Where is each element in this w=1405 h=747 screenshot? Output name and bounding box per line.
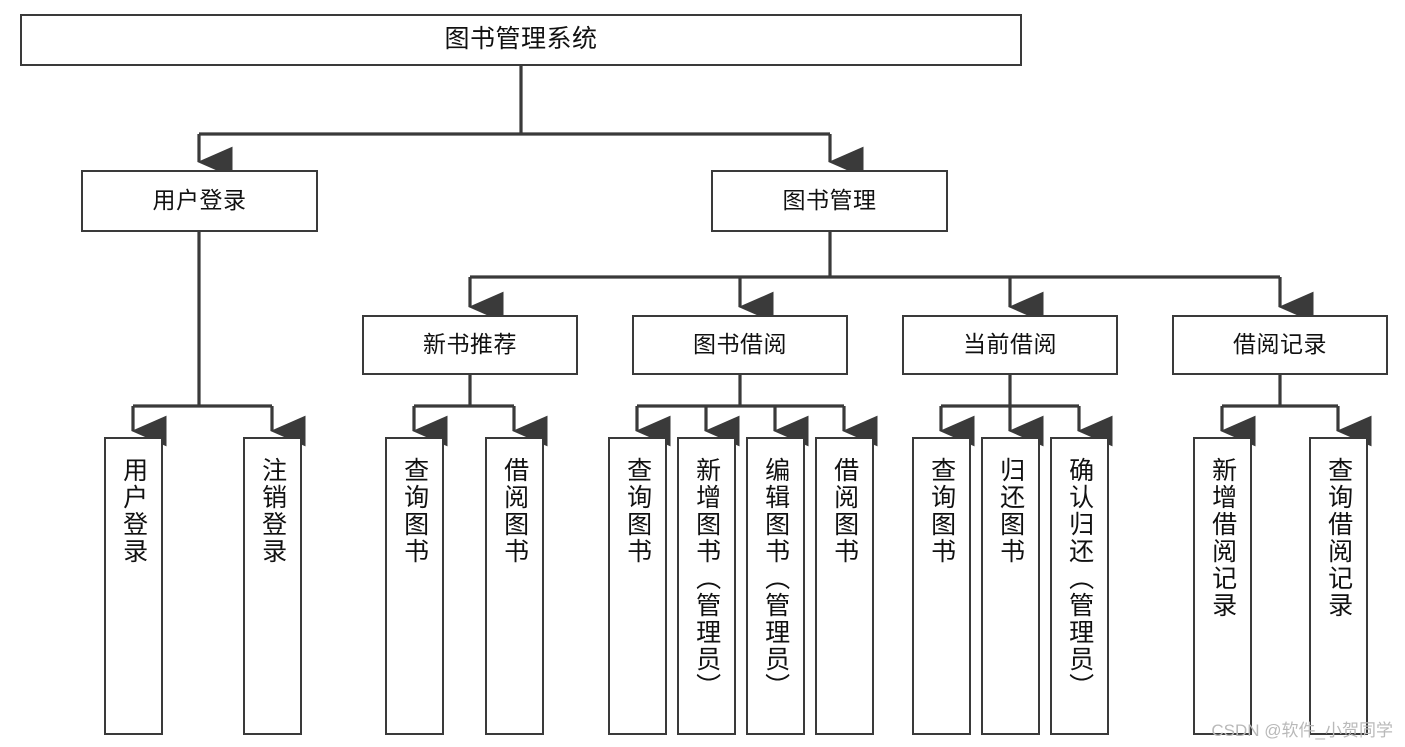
leaf-edit-book-label: 编辑图书（管理员） bbox=[761, 457, 790, 700]
leaf-user-login-label: 用户登录 bbox=[119, 457, 148, 565]
node-new-book-recommend[interactable]: 新书推荐 bbox=[362, 315, 578, 375]
leaf-query-book-3[interactable]: 查询图书 bbox=[912, 437, 971, 735]
node-new-book-recommend-label: 新书推荐 bbox=[423, 331, 517, 358]
leaf-query-book-1[interactable]: 查询图书 bbox=[385, 437, 444, 735]
watermark: CSDN @软件_小贺同学 bbox=[1211, 721, 1393, 740]
leaf-borrow-book-1[interactable]: 借阅图书 bbox=[485, 437, 544, 735]
leaf-user-login[interactable]: 用户登录 bbox=[104, 437, 163, 735]
node-root-label: 图书管理系统 bbox=[444, 25, 598, 54]
leaf-add-record[interactable]: 新增借阅记录 bbox=[1193, 437, 1252, 735]
node-borrow-record-label: 借阅记录 bbox=[1233, 331, 1327, 358]
node-book-manage[interactable]: 图书管理 bbox=[711, 170, 948, 232]
leaf-query-book-2[interactable]: 查询图书 bbox=[608, 437, 667, 735]
leaf-user-logout[interactable]: 注销登录 bbox=[243, 437, 302, 735]
leaf-query-book-2-label: 查询图书 bbox=[623, 457, 652, 565]
node-book-borrow[interactable]: 图书借阅 bbox=[632, 315, 848, 375]
leaf-add-record-label: 新增借阅记录 bbox=[1208, 457, 1237, 619]
leaf-return-book-label: 归还图书 bbox=[996, 457, 1025, 565]
leaf-user-logout-label: 注销登录 bbox=[258, 457, 287, 565]
node-user-login[interactable]: 用户登录 bbox=[81, 170, 318, 232]
node-current-borrow[interactable]: 当前借阅 bbox=[902, 315, 1118, 375]
leaf-query-book-1-label: 查询图书 bbox=[400, 457, 429, 565]
node-book-manage-label: 图书管理 bbox=[782, 187, 877, 214]
node-user-login-label: 用户登录 bbox=[152, 187, 247, 214]
leaf-edit-book[interactable]: 编辑图书（管理员） bbox=[746, 437, 805, 735]
node-book-borrow-label: 图书借阅 bbox=[693, 331, 787, 358]
leaf-query-record[interactable]: 查询借阅记录 bbox=[1309, 437, 1368, 735]
node-borrow-record[interactable]: 借阅记录 bbox=[1172, 315, 1388, 375]
leaf-query-record-label: 查询借阅记录 bbox=[1324, 457, 1353, 619]
leaf-borrow-book-2[interactable]: 借阅图书 bbox=[815, 437, 874, 735]
leaf-confirm-return[interactable]: 确认归还（管理员） bbox=[1050, 437, 1109, 735]
node-current-borrow-label: 当前借阅 bbox=[963, 331, 1057, 358]
node-root[interactable]: 图书管理系统 bbox=[20, 14, 1022, 66]
leaf-add-book-label: 新增图书（管理员） bbox=[692, 457, 721, 700]
leaf-borrow-book-2-label: 借阅图书 bbox=[830, 457, 859, 565]
leaf-query-book-3-label: 查询图书 bbox=[927, 457, 956, 565]
leaf-confirm-return-label: 确认归还（管理员） bbox=[1065, 457, 1094, 700]
leaf-add-book[interactable]: 新增图书（管理员） bbox=[677, 437, 736, 735]
leaf-borrow-book-1-label: 借阅图书 bbox=[500, 457, 529, 565]
leaf-return-book[interactable]: 归还图书 bbox=[981, 437, 1040, 735]
